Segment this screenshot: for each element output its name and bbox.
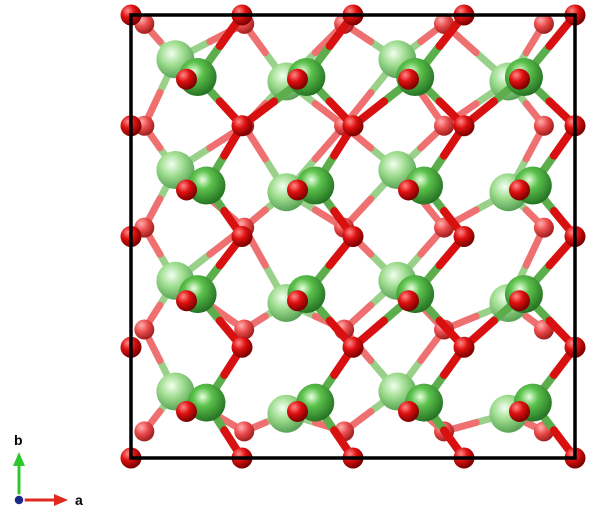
oxygen-atom [287, 179, 308, 201]
oxygen-atom [453, 115, 475, 137]
oxygen-atom [398, 400, 419, 422]
a-axis-label: a [75, 492, 83, 508]
oxygen-atom-back [134, 319, 155, 340]
oxygen-atom [509, 179, 530, 201]
oxygen-atom [398, 179, 419, 201]
oxygen-atom [509, 400, 530, 422]
oxygen-atom [342, 226, 364, 247]
oxygen-atom [231, 336, 253, 358]
oxygen-atom [176, 68, 197, 90]
a-axis-arrowhead [54, 494, 68, 506]
oxygen-atom [342, 336, 364, 358]
oxygen-atom [231, 115, 253, 137]
metal-atom-back [156, 372, 195, 411]
metal-atom-back [156, 151, 195, 190]
oxygen-atom-back [134, 421, 155, 442]
oxygen-atom [398, 68, 419, 90]
oxygen-atom [176, 290, 197, 312]
origin-marker [13, 494, 25, 506]
oxygen-atom-back [533, 217, 554, 238]
oxygen-atom [176, 179, 197, 201]
b-axis-arrowhead [13, 452, 25, 466]
oxygen-atom [509, 68, 530, 90]
oxygen-atom [453, 336, 475, 358]
oxygen-atom [509, 290, 530, 312]
oxygen-atom-back [234, 421, 255, 442]
oxygen-atom [287, 68, 308, 90]
atoms-front-layer [120, 4, 586, 469]
oxygen-atom [453, 226, 475, 247]
oxygen-atom [176, 400, 197, 422]
oxygen-atom [287, 400, 308, 422]
oxygen-atom [231, 226, 253, 247]
oxygen-atom-back [234, 319, 255, 340]
axis-legend: b a [13, 432, 83, 508]
oxygen-atom-back [533, 13, 554, 34]
unit-cell-outline [129, 13, 577, 460]
oxygen-atom [287, 290, 308, 312]
oxygen-atom [398, 290, 419, 312]
oxygen-atom-back [533, 115, 554, 136]
oxygen-atom [342, 115, 364, 137]
b-axis-label: b [14, 432, 23, 448]
metal-atom [187, 166, 226, 205]
oxygen-atom-back [434, 115, 455, 136]
